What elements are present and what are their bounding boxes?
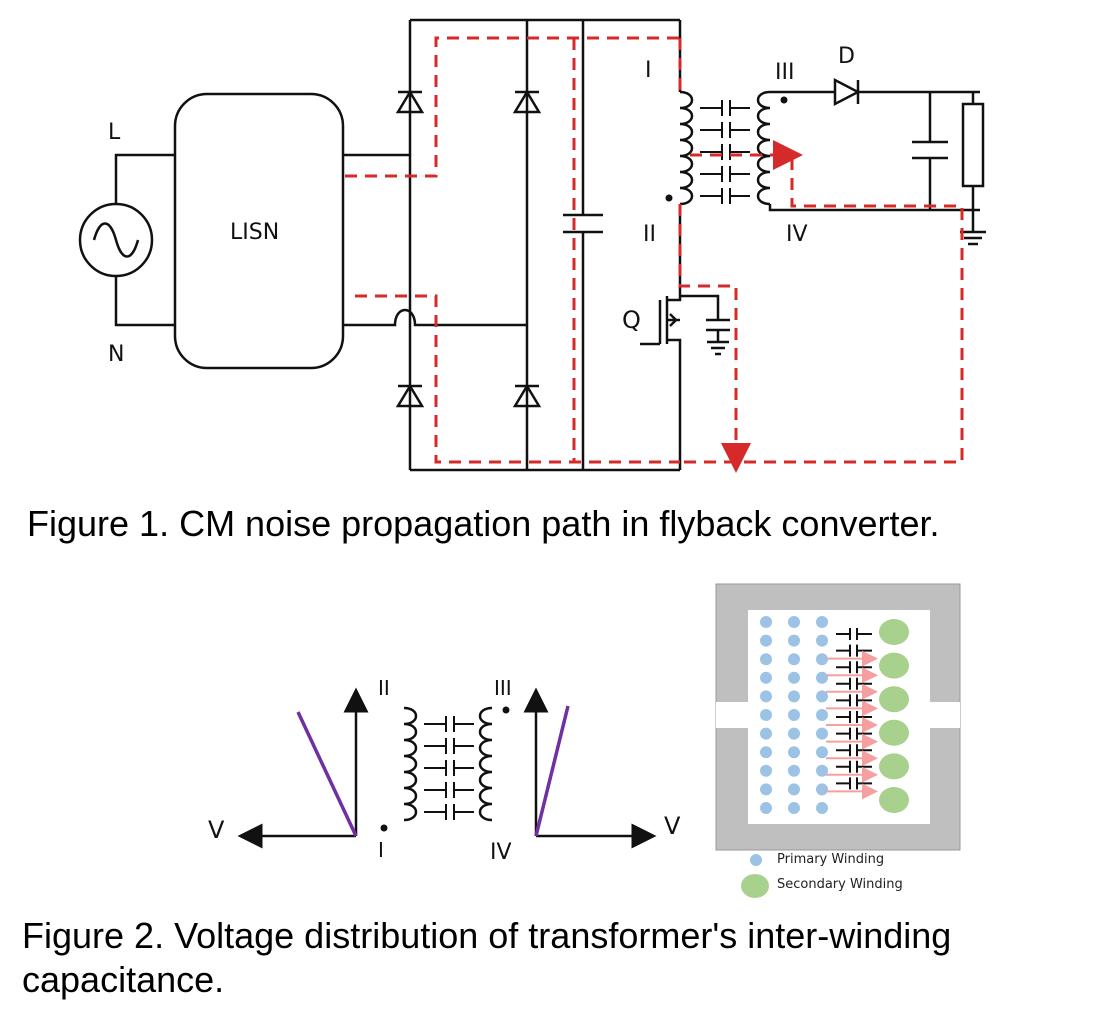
primary-winding-turn — [788, 709, 800, 721]
primary-winding-turn — [788, 802, 800, 814]
secondary-winding — [756, 90, 980, 212]
fig2-label-voltage-right: V — [664, 812, 681, 840]
primary-winding-turn — [788, 727, 800, 740]
bulk-capacitor — [563, 20, 603, 470]
label-winding-4: IV — [786, 222, 808, 247]
primary-winding-turn — [816, 634, 828, 647]
fig2-label-winding-2: II — [378, 676, 390, 700]
fig2-label-winding-1: I — [378, 838, 384, 862]
secondary-winding-turn — [879, 753, 909, 780]
core-capacitor-symbol — [836, 694, 872, 707]
primary-winding-turn — [816, 783, 828, 796]
bridge-rectifier — [395, 18, 680, 472]
diode-bottom-left — [395, 383, 425, 408]
primary-winding-turn — [788, 671, 800, 684]
primary-winding-turn — [760, 690, 772, 703]
primary-winding-turn — [816, 802, 828, 814]
primary-winding-turn — [788, 746, 800, 759]
primary-winding-turn — [760, 616, 772, 628]
output-diode — [833, 77, 980, 107]
legend-primary-marker — [750, 854, 762, 866]
figure1-caption: Figure 1. CM noise propagation path in f… — [27, 503, 940, 544]
label-winding-1: I — [645, 58, 652, 83]
label-lisn: LISN — [230, 220, 280, 245]
mosfet-switch — [640, 290, 730, 470]
fig2-label-voltage-left: V — [208, 816, 225, 844]
core-capacitor-symbol — [836, 628, 872, 640]
fig2-interwinding-capacitors — [424, 716, 474, 820]
primary-winding-turn — [788, 616, 800, 628]
primary-winding-turn — [760, 709, 772, 721]
secondary-winding-turn — [879, 652, 909, 679]
label-winding-3: III — [775, 60, 795, 85]
primary-winding-turn — [760, 671, 772, 684]
label-neutral: N — [108, 342, 125, 367]
core-capacitor-symbol — [836, 661, 872, 674]
figure2-caption-line1: Figure 2. Voltage distribution of transf… — [22, 915, 952, 956]
primary-winding-turn — [816, 690, 828, 703]
secondary-winding-dots — [879, 619, 909, 813]
label-line: L — [108, 120, 121, 145]
load-resistor — [960, 92, 986, 246]
fig2-label-winding-4: IV — [490, 840, 512, 865]
primary-winding-turn — [760, 634, 772, 647]
core-capacitor-symbol — [836, 727, 872, 740]
primary-winding-turn — [760, 764, 772, 777]
primary-winding-turn — [816, 727, 828, 740]
primary-winding-turn — [760, 783, 772, 796]
secondary-winding-turn — [879, 719, 909, 746]
primary-winding-turn — [816, 653, 828, 666]
diode-top-right — [512, 89, 542, 114]
core-capacitor-symbol — [836, 711, 872, 723]
secondary-winding-turn — [879, 787, 909, 813]
primary-winding-turn — [788, 690, 800, 703]
legend-secondary-marker — [741, 874, 769, 898]
diode-top-left — [395, 89, 425, 114]
interwinding-capacitors — [700, 100, 750, 204]
primary-winding-turn — [816, 746, 828, 759]
output-capacitor — [912, 92, 948, 210]
primary-winding-turn — [760, 746, 772, 759]
primary-winding-turn — [816, 709, 828, 721]
primary-winding-dots — [760, 616, 828, 814]
legend-secondary-label: Secondary Winding — [777, 877, 903, 892]
secondary-winding-turn — [879, 619, 909, 645]
figure1-circuit — [78, 18, 986, 473]
fig2-secondary-winding — [478, 706, 493, 822]
core-capacitor-symbol — [836, 677, 872, 690]
cm-noise-path — [345, 36, 964, 473]
label-diode: D — [838, 44, 855, 69]
core-capacitor-symbol — [836, 644, 872, 657]
primary-winding-turn — [760, 653, 772, 666]
label-switch: Q — [622, 306, 641, 334]
core-capacitor-symbol — [836, 777, 872, 790]
legend-primary-label: Primary Winding — [777, 852, 885, 867]
figure2-caption-line2: capacitance. — [22, 959, 225, 1000]
left-voltage-axis — [237, 687, 369, 849]
primary-winding-turn — [816, 616, 828, 628]
primary-winding-turn — [788, 653, 800, 666]
core-interwinding-capacitors — [826, 628, 878, 800]
primary-winding-turn — [788, 764, 800, 777]
label-winding-2: II — [643, 222, 656, 247]
core-capacitor-symbol — [836, 744, 872, 757]
primary-winding-turn — [788, 634, 800, 647]
fig2-label-winding-3: III — [494, 676, 512, 700]
diode-bottom-right — [512, 383, 542, 408]
primary-winding-turn — [788, 783, 800, 796]
primary-winding-turn — [760, 727, 772, 740]
lisn-box — [173, 92, 345, 370]
primary-winding-turn — [760, 802, 772, 814]
primary-winding-turn — [816, 671, 828, 684]
ac-source — [78, 153, 175, 327]
secondary-winding-turn — [879, 686, 909, 713]
core-capacitor-symbol — [836, 760, 872, 773]
fig2-primary-winding — [403, 706, 418, 822]
right-voltage-axis — [523, 687, 657, 849]
primary-winding-turn — [816, 764, 828, 777]
